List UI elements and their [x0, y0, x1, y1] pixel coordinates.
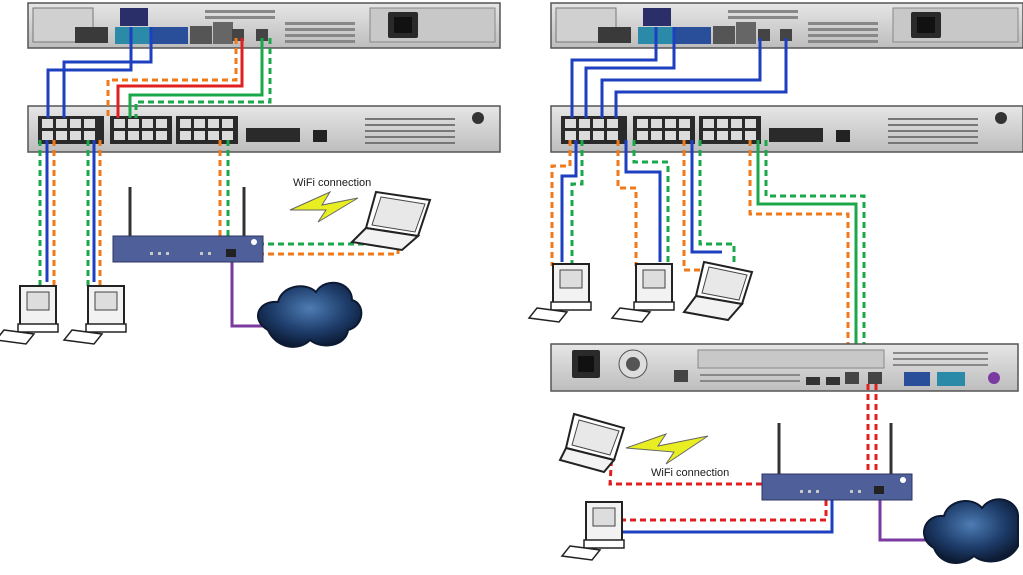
server-icon — [550, 343, 1019, 392]
link-red — [116, 38, 244, 118]
router-icon — [112, 187, 264, 263]
cloud-icon — [256, 281, 363, 348]
wifi-connection-label: WiFi connection — [651, 467, 729, 479]
cloud-icon — [923, 498, 1019, 564]
server-icon — [27, 2, 501, 49]
left-diagram: WiFi connection — [0, 2, 501, 348]
laptop-icon — [682, 260, 754, 322]
link-blue — [62, 27, 153, 118]
lightning-icon — [289, 190, 359, 223]
link-orange-dashed — [106, 38, 238, 118]
router-icon — [761, 423, 913, 501]
switch-icon — [550, 105, 1023, 153]
desktop-pc-icon — [0, 285, 59, 345]
link-green — [128, 38, 264, 118]
laptop-icon — [558, 412, 626, 474]
desktop-pc-icon — [560, 501, 625, 561]
laptop-icon — [349, 190, 432, 252]
lightning-icon — [625, 433, 709, 465]
right-diagram: WiFi connection — [527, 2, 1023, 564]
desktop-pc-icon — [62, 285, 127, 345]
wifi-connection-label: WiFi connection — [293, 177, 371, 189]
desktop-pc-icon — [610, 263, 675, 323]
link-blue — [46, 27, 133, 118]
link-green-dashed — [134, 38, 272, 118]
desktop-pc-icon — [527, 263, 592, 323]
